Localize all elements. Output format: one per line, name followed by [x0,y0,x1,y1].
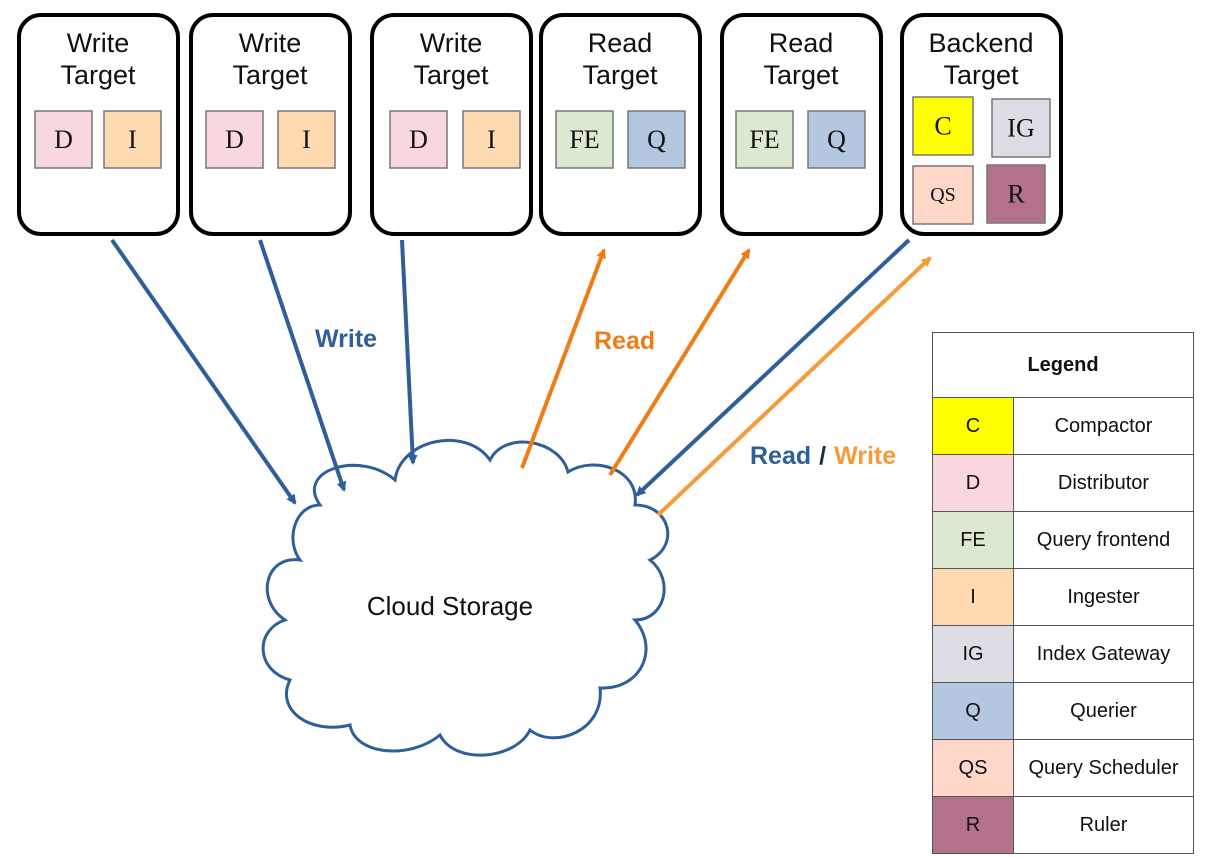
index-gateway-box [991,98,1051,158]
legend-code: FE [932,511,1014,569]
legend-row: I Ingester [932,568,1194,626]
component-label: R [1007,180,1025,209]
legend-name: Query Scheduler [1013,739,1194,797]
legend-name: Compactor [1013,397,1194,455]
rw-read-text: Read [750,442,811,470]
read-flow-label: Read [594,327,655,355]
legend-code: Q [932,682,1014,740]
component-label: D [54,125,73,154]
query-frontend-box [735,110,794,169]
legend-row: IG Index Gateway [932,625,1194,683]
legend-code: I [932,568,1014,626]
ruler-box [986,164,1046,224]
component-label: Q [647,125,666,154]
target-title: Write [420,28,483,58]
read-target-1: Read Target FE Q [539,13,702,236]
target-title: Target [232,60,308,90]
read-write-flow-label: Read / Write [750,442,896,470]
target-title: Target [60,60,136,90]
component-label: QS [930,184,956,206]
component-label: I [128,125,137,154]
legend-name: Querier [1013,682,1194,740]
legend-table: Legend C Compactor D Distributor FE Quer… [932,332,1194,854]
target-title: Target [413,60,489,90]
write-arrow [400,239,418,465]
legend-header-row: Legend [932,332,1194,398]
component-label: I [487,125,496,154]
distributor-box [205,110,264,169]
query-frontend-box [555,110,614,169]
backend-target: Backend Target C IG QS R [900,13,1063,236]
legend-name: Index Gateway [1013,625,1194,683]
target-title: Target [582,60,658,90]
component-label: D [225,125,244,154]
component-label: I [302,125,311,154]
legend-code: R [932,796,1014,854]
legend-code: QS [932,739,1014,797]
target-title: Read [588,28,653,58]
legend-row: C Compactor [932,397,1194,455]
cloud-storage: Cloud Storage [261,438,670,757]
target-title: Write [239,28,302,58]
component-label: C [934,112,951,141]
write-target-1: Write Target D I [17,13,180,236]
target-title: Target [763,60,839,90]
read-target-2: Read Target FE Q [720,13,883,236]
read-arrow [608,248,751,477]
ingester-box [103,110,162,169]
distributor-box [34,110,93,169]
legend-row: QS Query Scheduler [932,739,1194,797]
legend-code: IG [932,625,1014,683]
component-label: Q [827,125,846,154]
legend-name: Ruler [1013,796,1194,854]
legend-name: Query frontend [1013,511,1194,569]
rw-separator: / [819,442,826,470]
target-title: Write [67,28,130,58]
ingester-box [462,110,521,169]
legend-row: FE Query frontend [932,511,1194,569]
read-arrow [520,248,606,469]
write-target-2: Write Target D I [189,13,352,236]
write-target-3: Write Target D I [370,13,533,236]
ingester-box [277,110,336,169]
distributor-box [389,110,448,169]
target-title: Read [769,28,834,58]
write-flow-label: Write [315,325,377,353]
legend-name: Ingester [1013,568,1194,626]
target-title: Target [943,60,1019,90]
legend-row: D Distributor [932,454,1194,512]
compactor-box [912,96,974,156]
legend-title: Legend [932,332,1194,398]
component-label: D [409,125,428,154]
legend-row: Q Querier [932,682,1194,740]
rw-write-text: Write [834,442,896,470]
write-arrow [258,239,347,492]
component-label: IG [1007,114,1034,143]
legend-code: D [932,454,1014,512]
querier-box [627,110,686,169]
cloud-storage-label: Cloud Storage [367,591,533,621]
backend-write-arrow [656,256,932,517]
querier-box [807,110,866,169]
legend-row: R Ruler [932,796,1194,854]
backend-read-arrow [635,238,911,497]
legend-name: Distributor [1013,454,1194,512]
component-label: FE [569,125,599,154]
component-label: FE [749,125,779,154]
target-title: Backend [928,28,1033,58]
legend-code: C [932,397,1014,455]
query-scheduler-box [912,165,974,225]
write-arrow [110,238,297,505]
